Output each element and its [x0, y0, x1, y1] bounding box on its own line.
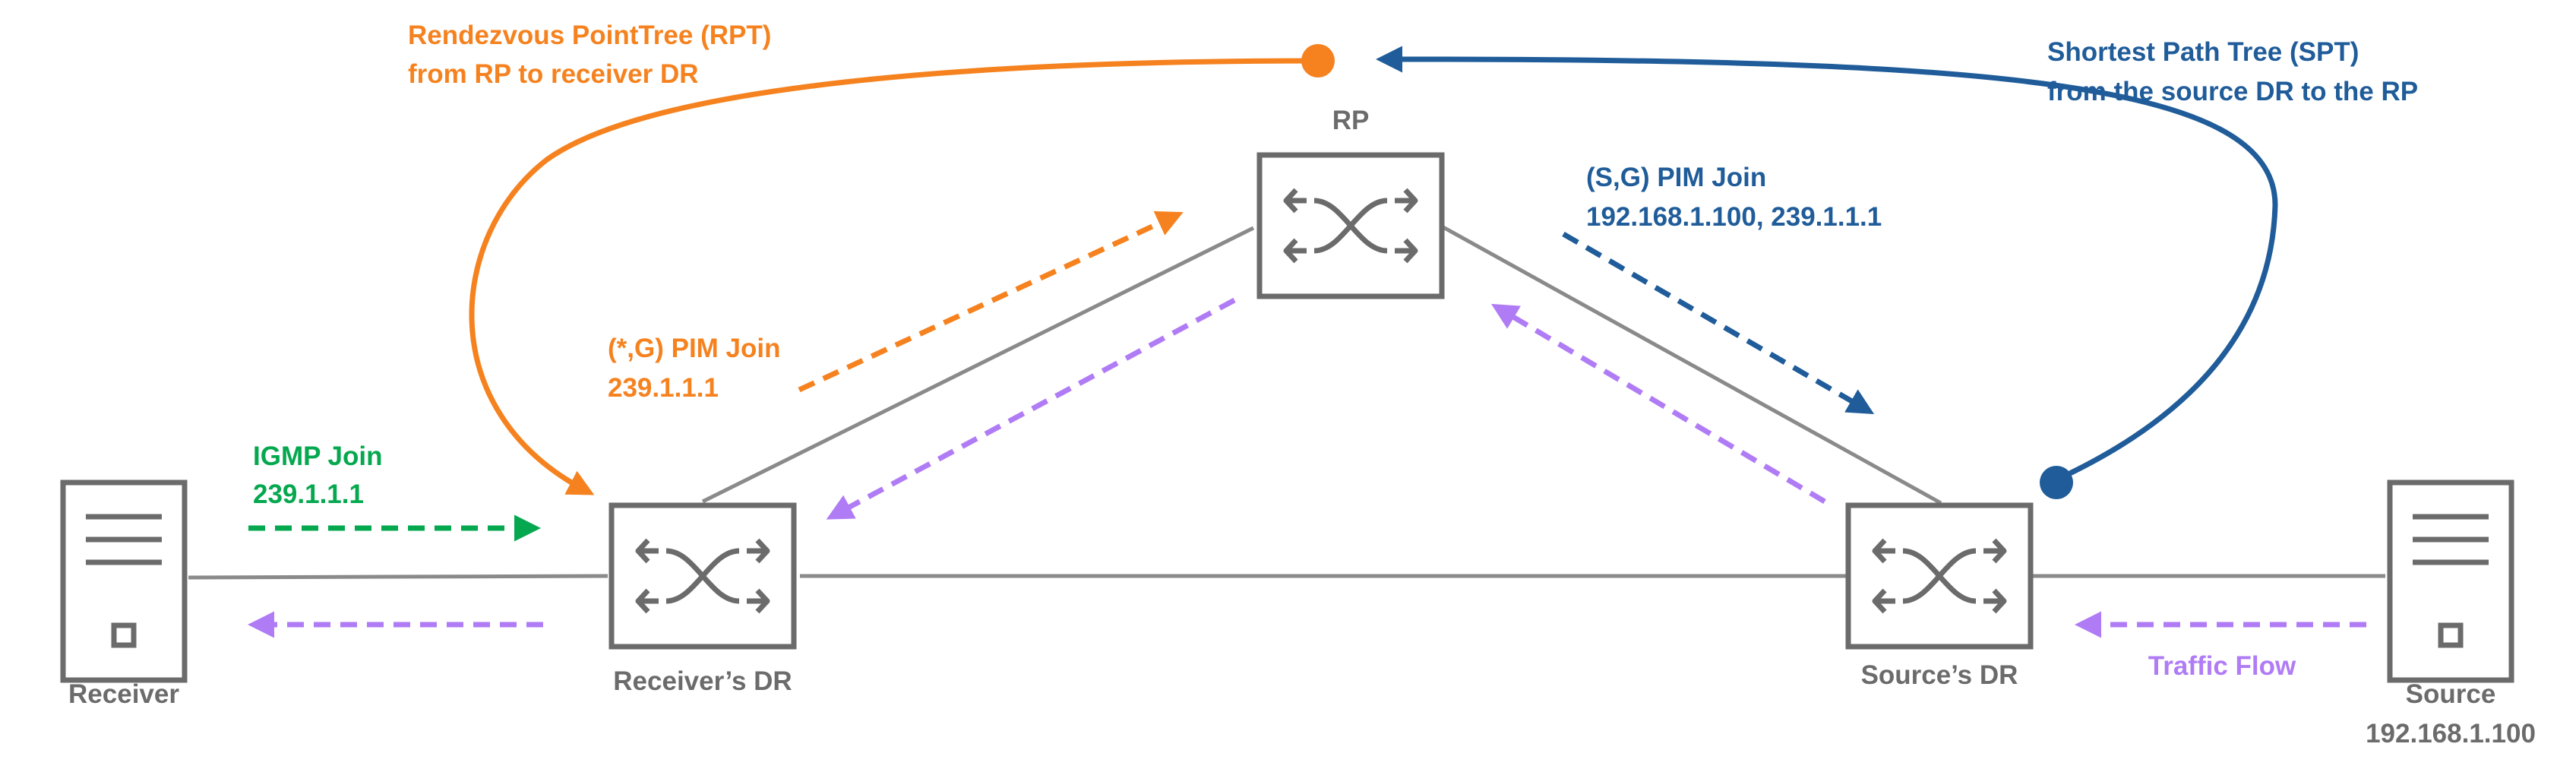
sources-dr-router-icon: [1848, 505, 2031, 647]
spt-title: Shortest Path Tree (SPT): [2047, 37, 2359, 67]
sg-pim-join-arrow: [1562, 231, 1875, 415]
rp-router-icon: [1260, 155, 1442, 296]
receivers-dr-label: Receiver’s DR: [613, 666, 792, 696]
receiver-label: Receiver: [68, 679, 179, 709]
source-server-icon: [2390, 483, 2511, 680]
igmp-join-address: 239.1.1.1: [253, 479, 364, 509]
receiver-server-icon: [63, 483, 185, 680]
sg-join-title: (S,G) PIM Join: [1586, 163, 1766, 192]
igmp-join-title: IGMP Join: [253, 441, 383, 471]
link-receivers-dr-to-rp: [701, 226, 1255, 504]
spt-curve: [1376, 46, 2278, 482]
spt-origin-dot: [2040, 466, 2073, 499]
sg-join-address: 192.168.1.100, 239.1.1.1: [1586, 202, 1882, 232]
starg-join-title: (*,G) PIM Join: [608, 334, 781, 363]
rpt-title: Rendezvous PointTree (RPT): [408, 21, 771, 50]
distribution-trees: [469, 44, 2278, 499]
source-label: Source: [2406, 679, 2496, 709]
traffic-flow-label: Traffic Flow: [2148, 651, 2296, 681]
network-links: [188, 224, 2385, 580]
rpt-origin-dot: [1301, 44, 1335, 78]
link-receiver-to-receivers-dr: [188, 574, 608, 580]
starg-join-address: 239.1.1.1: [608, 373, 719, 403]
traffic-arrow-rp-to-receivers-dr: [826, 297, 1236, 520]
link-rp-to-sources-dr: [1440, 224, 1942, 505]
rp-label: RP: [1332, 106, 1370, 135]
flow-arrows: [248, 210, 2366, 638]
traffic-arrow-sources-dr-to-rp: [1490, 303, 1826, 505]
rpt-subtitle: from RP to receiver DR: [408, 59, 699, 89]
starg-pim-join-arrow: [798, 210, 1184, 393]
spt-subtitle: from the source DR to the RP: [2047, 77, 2418, 106]
rpt-curve: [469, 58, 1320, 495]
receivers-dr-router-icon: [612, 505, 794, 647]
source-ip-label: 192.168.1.100: [2366, 719, 2536, 748]
sources-dr-label: Source’s DR: [1861, 660, 2018, 690]
